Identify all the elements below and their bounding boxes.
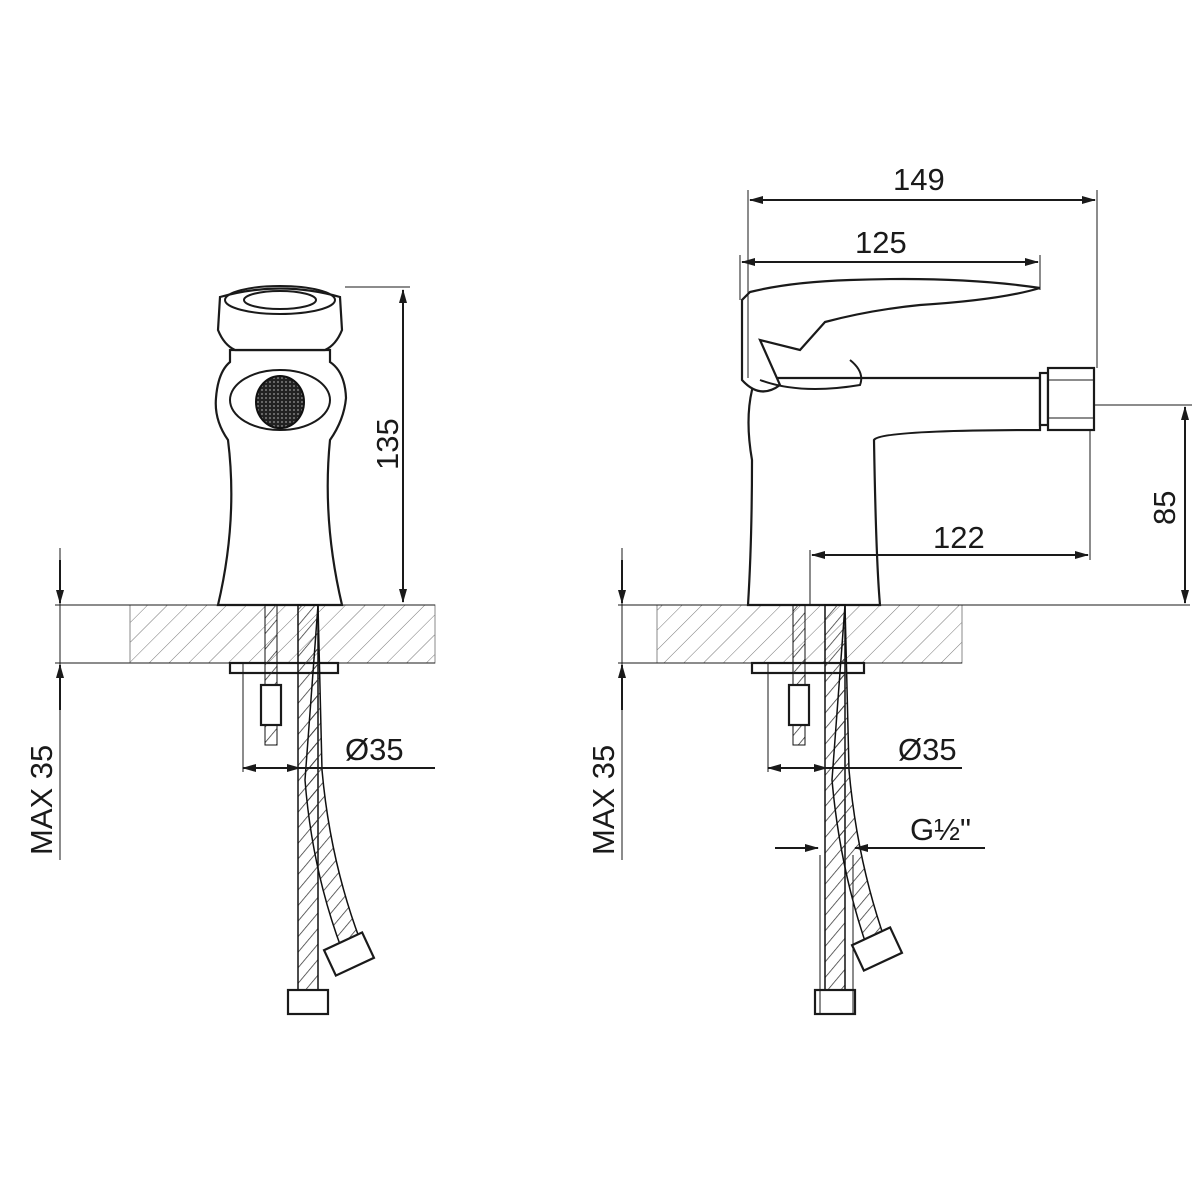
mounting-hardware <box>228 604 376 1016</box>
faucet-body <box>740 277 1096 607</box>
connection-thread-dimension: G½" <box>910 812 971 847</box>
handle-length-dimension: 125 <box>855 225 907 260</box>
spout-reach-dimension: 122 <box>933 520 985 555</box>
max-thickness-dimension: MAX 35 <box>586 745 621 855</box>
max-thickness-dimension: MAX 35 <box>24 745 59 855</box>
front-view: 135 MAX 35 Ø35 <box>24 285 436 1016</box>
spout-height-dimension: 85 <box>1147 491 1182 525</box>
faucet-body <box>214 285 348 607</box>
aerator-icon <box>255 375 305 429</box>
side-view: 149 125 85 122 MAX 35 Ø35 G½" <box>586 162 1192 1016</box>
overall-length-dimension: 149 <box>893 162 945 197</box>
hole-diameter-dimension: Ø35 <box>345 732 404 767</box>
countertop-section <box>656 604 963 664</box>
mounting-hardware <box>750 604 904 1016</box>
height-dimension: 135 <box>370 418 405 470</box>
hole-diameter-dimension: Ø35 <box>898 732 957 767</box>
countertop-section <box>129 604 436 664</box>
